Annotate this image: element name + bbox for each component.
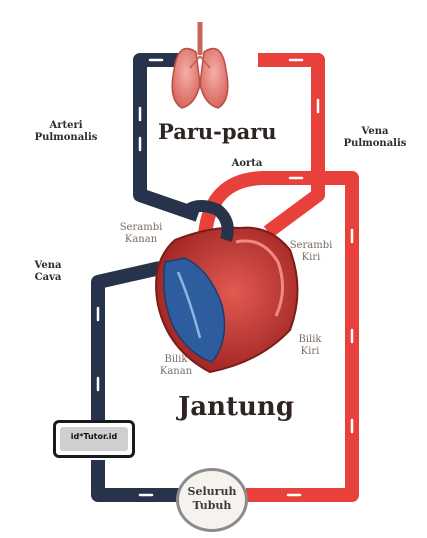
left-atrium-label: Serambi Kiri (278, 240, 344, 264)
whole-body-label: Seluruh Tubuh (179, 485, 245, 513)
left-atrium-label-line2: Kiri (278, 252, 344, 264)
pulmonary-vein-label-line2: Pulmonalis (332, 138, 418, 150)
vena-cava-label: Vena Cava (22, 260, 74, 284)
pulmonary-vein-label: Vena Pulmonalis (332, 126, 418, 150)
vena-cava-label-line1: Vena (22, 260, 74, 272)
right-ventricle-label-line1: Bilik (148, 354, 204, 366)
lungs-title: Paru-paru (158, 120, 270, 144)
right-ventricle-label: Bilik Kanan (148, 354, 204, 378)
left-atrium-label-line1: Serambi (278, 240, 344, 252)
pulmonary-artery-label: Arteri Pulmonalis (20, 120, 112, 144)
right-ventricle-label-line2: Kanan (148, 366, 204, 378)
heart-title: Jantung (172, 392, 300, 422)
vena-cava-lower-vessel (98, 460, 180, 495)
aorta-label: Aorta (222, 158, 272, 170)
pulmonary-artery-label-line2: Pulmonalis (20, 132, 112, 144)
lungs-icon (172, 22, 228, 108)
right-atrium-label-line1: Serambi (108, 222, 174, 234)
pulmonary-vein-vessel (258, 60, 318, 232)
left-ventricle-label-line2: Kiri (282, 346, 338, 358)
pulmonary-vein-label-line1: Vena (332, 126, 418, 138)
vena-cava-label-line2: Cava (22, 272, 74, 284)
watermark-text: id*Tutor.id (56, 432, 132, 441)
right-atrium-label-line2: Kanan (108, 234, 174, 246)
whole-body-circle: Seluruh Tubuh (176, 468, 248, 532)
left-ventricle-label-line1: Bilik (282, 334, 338, 346)
whole-body-label-line1: Seluruh (179, 485, 245, 499)
whole-body-label-line2: Tubuh (179, 499, 245, 513)
vena-cava-upper-vessel (98, 268, 160, 420)
left-ventricle-label: Bilik Kiri (282, 334, 338, 358)
pulmonary-artery-label-line1: Arteri (20, 120, 112, 132)
watermark-badge: id*Tutor.id (53, 420, 135, 458)
right-atrium-label: Serambi Kanan (108, 222, 174, 246)
